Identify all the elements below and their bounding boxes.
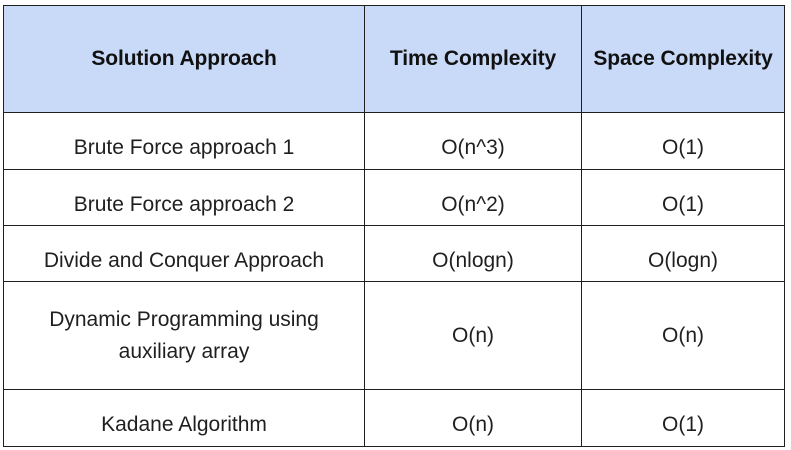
cell-approach: Brute Force approach 1 — [3, 112, 365, 170]
cell-approach: Divide and Conquer Approach — [3, 225, 365, 282]
cell-space-complexity: O(1) — [581, 389, 785, 447]
cell-time-complexity: O(n^3) — [364, 112, 582, 170]
cell-space-complexity: O(1) — [581, 169, 785, 226]
header-space-complexity: Space Complexity — [581, 5, 785, 113]
cell-time-complexity: O(nlogn) — [364, 225, 582, 282]
cell-space-complexity: O(n) — [581, 281, 785, 390]
table-row: Dynamic Programming using auxiliary arra… — [3, 281, 785, 390]
table-row: Brute Force approach 2 O(n^2) O(1) — [3, 169, 785, 226]
cell-time-complexity: O(n) — [364, 389, 582, 447]
cell-time-complexity: O(n^2) — [364, 169, 582, 226]
header-solution-approach: Solution Approach — [3, 5, 365, 113]
table-row: Divide and Conquer Approach O(nlogn) O(l… — [3, 225, 785, 282]
cell-time-complexity: O(n) — [364, 281, 582, 390]
table-row: Brute Force approach 1 O(n^3) O(1) — [3, 112, 785, 170]
cell-approach: Brute Force approach 2 — [3, 169, 365, 226]
complexity-table-container: Solution Approach Time Complexity Space … — [3, 5, 785, 447]
table-header-row: Solution Approach Time Complexity Space … — [3, 5, 785, 113]
table-row: Kadane Algorithm O(n) O(1) — [3, 389, 785, 447]
header-time-complexity: Time Complexity — [364, 5, 582, 113]
cell-approach: Kadane Algorithm — [3, 389, 365, 447]
cell-approach: Dynamic Programming using auxiliary arra… — [3, 281, 365, 390]
complexity-table: Solution Approach Time Complexity Space … — [3, 5, 785, 447]
cell-space-complexity: O(logn) — [581, 225, 785, 282]
cell-space-complexity: O(1) — [581, 112, 785, 170]
